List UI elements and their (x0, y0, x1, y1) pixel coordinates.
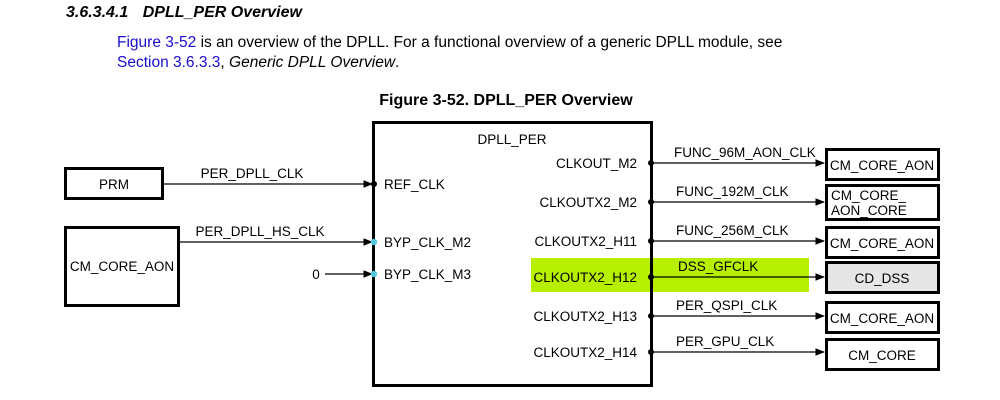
per-gpu-clk-label: PER_GPU_CLK (676, 334, 774, 349)
per-dpll-clk-label: PER_DPLL_CLK (201, 166, 304, 181)
intro-paragraph: Figure 3-52 is an overview of the DPLL. … (117, 33, 977, 73)
dest-box-3 (825, 226, 940, 259)
clkoutx2-h12-port: CLKOUTX2_H12 (533, 270, 637, 285)
dss-gfclk-label: DSS_GFCLK (678, 259, 758, 274)
prm-box (64, 167, 164, 200)
byp-clk-m3-port: BYP_CLK_M3 (384, 267, 471, 282)
section-heading: 3.6.3.4.1 DPLL_PER Overview (66, 4, 302, 22)
clkout-m2-port: CLKOUT_M2 (556, 156, 637, 171)
section-link[interactable]: Section 3.6.3.3 (117, 54, 221, 71)
cm-core-aon-source-box (64, 226, 180, 307)
per-qspi-clk-label: PER_QSPI_CLK (676, 298, 777, 313)
byp-clk-m2-dot (370, 238, 378, 246)
paragraph-text-1: is an overview of the DPLL. For a functi… (196, 34, 783, 51)
dpll-block-title: DPLL_PER (477, 132, 546, 147)
figure-link[interactable]: Figure 3-52 (117, 34, 197, 51)
section-number: 3.6.3.4.1 (66, 4, 129, 21)
dest-box-4-label: CD_DSS (855, 271, 910, 286)
highlight-band (531, 258, 809, 292)
dest-box-2-label-line1: CM_CORE_ (831, 188, 907, 203)
paragraph-text-3: . (395, 54, 400, 71)
clkoutx2-m2-port: CLKOUTX2_M2 (539, 195, 637, 210)
paragraph-text-2: , (220, 54, 230, 71)
dest-box-5 (825, 301, 940, 334)
cm-core-aon-source-label: CM_CORE_AON (70, 259, 174, 274)
figure-title: Figure 3-52. DPLL_PER Overview (379, 92, 633, 109)
paragraph-emphasis: Generic DPLL Overview (229, 54, 396, 71)
func-256m-clk-label: FUNC_256M_CLK (676, 223, 789, 238)
byp-clk-m2-port: BYP_CLK_M2 (384, 235, 471, 250)
dest-box-4 (825, 261, 940, 294)
dpll-block (372, 121, 653, 387)
byp-clk-m3-dot (370, 270, 378, 278)
dest-box-3-label: CM_CORE_AON (830, 236, 934, 251)
dest-box-1 (825, 148, 940, 181)
dest-box-6 (825, 338, 940, 371)
dest-box-2-label-line2: AON_CORE (831, 203, 907, 218)
dest-box-6-label: CM_CORE (848, 348, 916, 363)
per-dpll-hs-clk-label: PER_DPLL_HS_CLK (195, 224, 324, 239)
func-96m-aon-clk-label: FUNC_96M_AON_CLK (674, 145, 816, 160)
clkoutx2-h11-port: CLKOUTX2_H11 (534, 234, 637, 249)
clkoutx2-h14-port: CLKOUTX2_H14 (533, 345, 637, 360)
zero-label: 0 (312, 267, 320, 282)
section-title: DPLL_PER Overview (142, 4, 302, 21)
dest-box-1-label: CM_CORE_AON (830, 158, 934, 173)
clkoutx2-h13-port: CLKOUTX2_H13 (533, 309, 637, 324)
dest-box-5-label: CM_CORE_AON (830, 311, 934, 326)
ref-clk-dot (371, 181, 377, 187)
dest-box-2 (825, 184, 940, 221)
prm-label: PRM (99, 177, 129, 192)
func-192m-clk-label: FUNC_192M_CLK (676, 184, 789, 199)
ref-clk-port: REF_CLK (384, 177, 445, 192)
